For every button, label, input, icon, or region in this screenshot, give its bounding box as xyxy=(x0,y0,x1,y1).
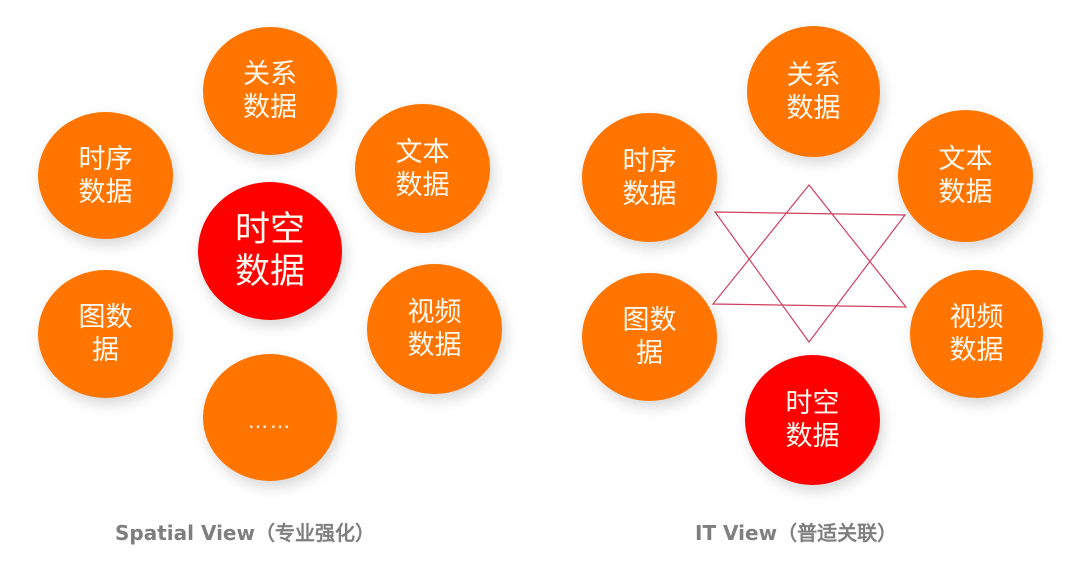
node-spatiotemporal-data: 时空 数据 xyxy=(745,355,880,485)
node-timeseries-data: 时序 数据 xyxy=(38,112,173,239)
it-view-panel: 关系 数据 时序 数据 文本 数据 图数 据 视频 数据 时空 数据 IT Vi… xyxy=(540,0,1080,572)
it-view-caption: IT View（普适关联） xyxy=(695,521,898,545)
node-label: 文本 xyxy=(395,136,450,168)
node-label: 数据 xyxy=(785,421,840,452)
hexagram-connector-icon xyxy=(711,184,908,344)
node-video-data: 视频 数据 xyxy=(910,270,1043,398)
node-label: 据 xyxy=(92,335,119,366)
node-label: 图数 xyxy=(622,305,677,336)
node-text-data: 文本 数据 xyxy=(355,104,490,233)
node-label: 时空 xyxy=(785,388,840,419)
node-label: 数据 xyxy=(786,92,841,124)
node-label: 数据 xyxy=(395,169,450,201)
spatial-view-panel: 关系 数据 时序 数据 文本 数据 时空 数据 图数 据 视频 数据 …… Sp… xyxy=(38,27,502,545)
node-label: 据 xyxy=(636,338,663,369)
node-more-ellipsis: …… xyxy=(203,354,337,481)
node-label: 数据 xyxy=(622,178,677,210)
node-graph-data: 图数 据 xyxy=(582,273,717,401)
spatial-view-caption: Spatial View（专业强化） xyxy=(115,521,375,545)
node-label: 时序 xyxy=(622,145,677,177)
node-timeseries-data: 时序 数据 xyxy=(582,113,717,242)
node-text-data: 文本 数据 xyxy=(898,110,1033,242)
node-label: 图数 xyxy=(78,302,133,333)
node-video-data: 视频 数据 xyxy=(367,264,502,394)
node-label: 时序 xyxy=(78,143,133,175)
node-label: 视频 xyxy=(407,297,462,328)
node-label: 时空 xyxy=(234,210,305,250)
node-label: 关系 xyxy=(786,59,841,91)
ellipsis-label: …… xyxy=(248,408,292,433)
node-label: 数据 xyxy=(949,335,1004,366)
node-label: 数据 xyxy=(407,330,462,361)
node-label: 视频 xyxy=(949,302,1004,333)
node-label: 数据 xyxy=(243,92,297,123)
node-label: 数据 xyxy=(234,252,305,292)
node-label: 数据 xyxy=(938,177,993,208)
node-graph-data: 图数 据 xyxy=(38,270,173,398)
node-label: 数据 xyxy=(78,176,133,208)
node-relation-data: 关系 数据 xyxy=(203,27,337,155)
node-spatiotemporal-data-center: 时空 数据 xyxy=(198,182,342,320)
node-label: 关系 xyxy=(243,59,297,90)
node-relation-data: 关系 数据 xyxy=(747,26,880,157)
node-label: 文本 xyxy=(938,144,993,175)
